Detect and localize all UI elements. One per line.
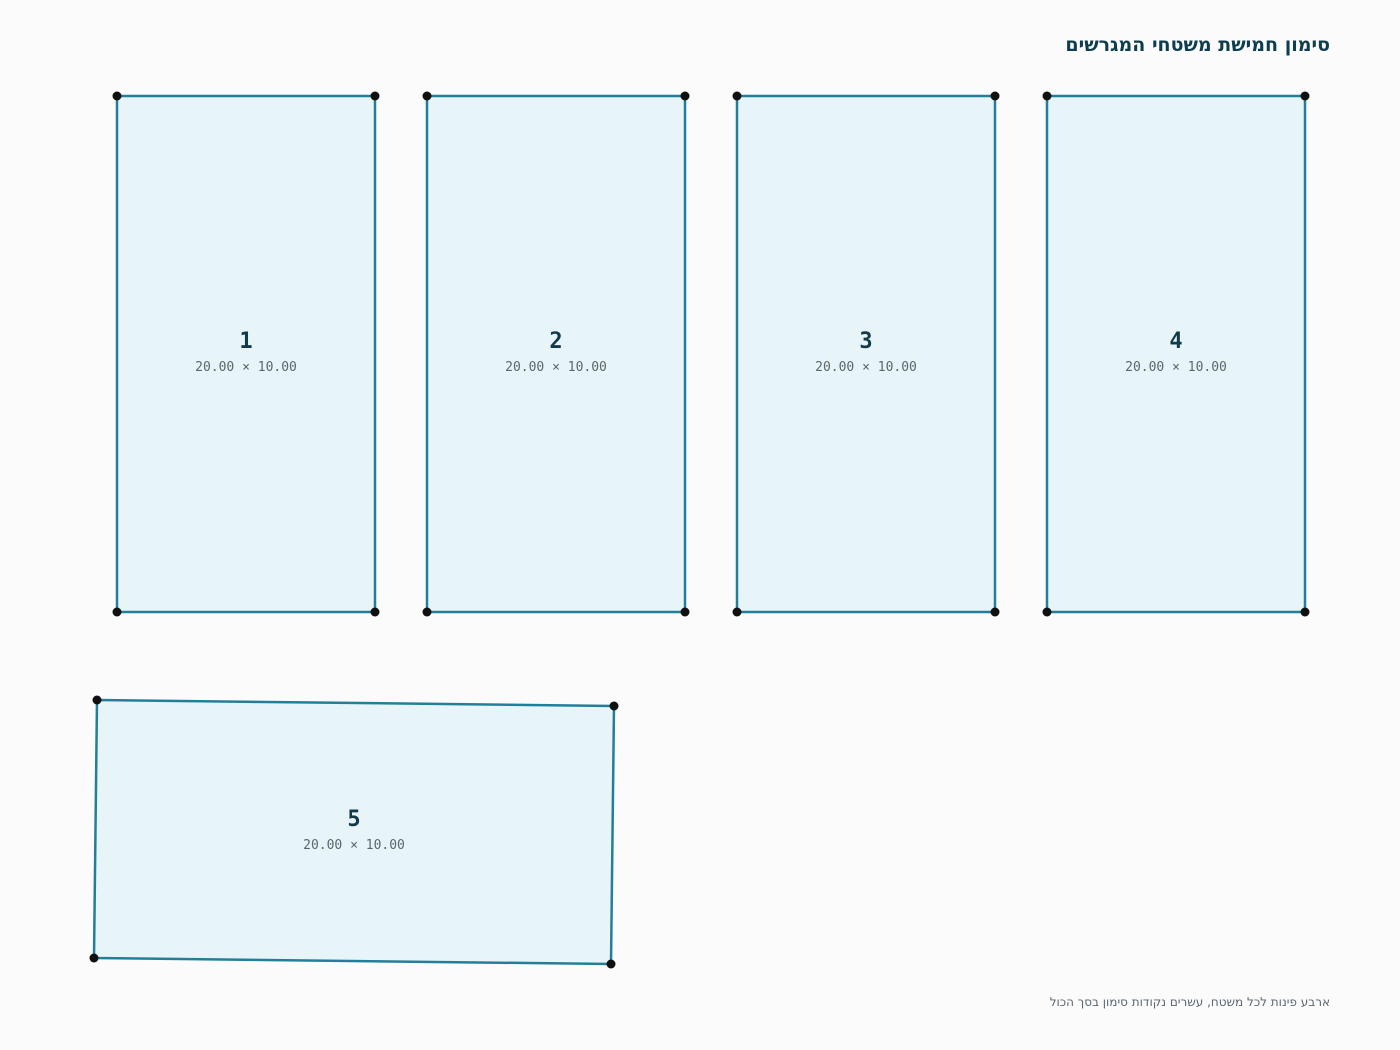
plot-5-corner-point[interactable] [89, 953, 99, 963]
plot-1-dimensions: 20.00 × 10.00 [195, 360, 297, 375]
page-title: סימון חמישת משטחי המגרשים [1065, 34, 1330, 56]
plot-1-corner-point[interactable] [112, 91, 122, 101]
plot-1-corner-point[interactable] [370, 91, 380, 101]
plot-4-corner-point[interactable] [1300, 607, 1310, 617]
plot-5-area[interactable] [92, 698, 616, 966]
plot-3-corner-point[interactable] [990, 91, 1000, 101]
plot-4-corner-point[interactable] [1300, 91, 1310, 101]
plot-2-corner-point[interactable] [422, 91, 432, 101]
plot-1[interactable]: 1 20.00 × 10.00 [112, 91, 380, 617]
plot-2-corner-point[interactable] [680, 91, 690, 101]
plot-3-corner-point[interactable] [990, 607, 1000, 617]
plot-4-corner-point[interactable] [1042, 91, 1052, 101]
plot-2-number: 2 [549, 329, 562, 354]
plot-1-number: 1 [239, 329, 252, 354]
plot-3-area[interactable] [735, 94, 997, 614]
plot-5[interactable]: 5 20.00 × 10.00 [89, 695, 619, 969]
plot-4-corner-point[interactable] [1042, 607, 1052, 617]
plot-4-number: 4 [1169, 329, 1182, 354]
plot-3-number: 3 [859, 329, 872, 354]
plot-2-corner-point[interactable] [680, 607, 690, 617]
plot-5-corner-point[interactable] [92, 695, 102, 705]
plot-2-area[interactable] [425, 94, 687, 614]
plot-4-area[interactable] [1045, 94, 1307, 614]
plot-5-number: 5 [347, 807, 360, 832]
plot-3[interactable]: 3 20.00 × 10.00 [732, 91, 1000, 617]
plot-4[interactable]: 4 20.00 × 10.00 [1042, 91, 1310, 617]
plot-3-corner-point[interactable] [732, 91, 742, 101]
footer-note: ארבע פינות לכל משטח, עשרים נקודות סימון … [1049, 995, 1330, 1009]
plot-1-corner-point[interactable] [112, 607, 122, 617]
plot-2-dimensions: 20.00 × 10.00 [505, 360, 607, 375]
plot-4-dimensions: 20.00 × 10.00 [1125, 360, 1227, 375]
plot-5-corner-point[interactable] [606, 959, 616, 969]
plot-2[interactable]: 2 20.00 × 10.00 [422, 91, 690, 617]
plot-3-corner-point[interactable] [732, 607, 742, 617]
plot-5-dimensions: 20.00 × 10.00 [303, 838, 405, 853]
plot-1-corner-point[interactable] [370, 607, 380, 617]
plot-2-corner-point[interactable] [422, 607, 432, 617]
plot-3-dimensions: 20.00 × 10.00 [815, 360, 917, 375]
plot-1-area[interactable] [115, 94, 377, 614]
plot-5-corner-point[interactable] [609, 701, 619, 711]
